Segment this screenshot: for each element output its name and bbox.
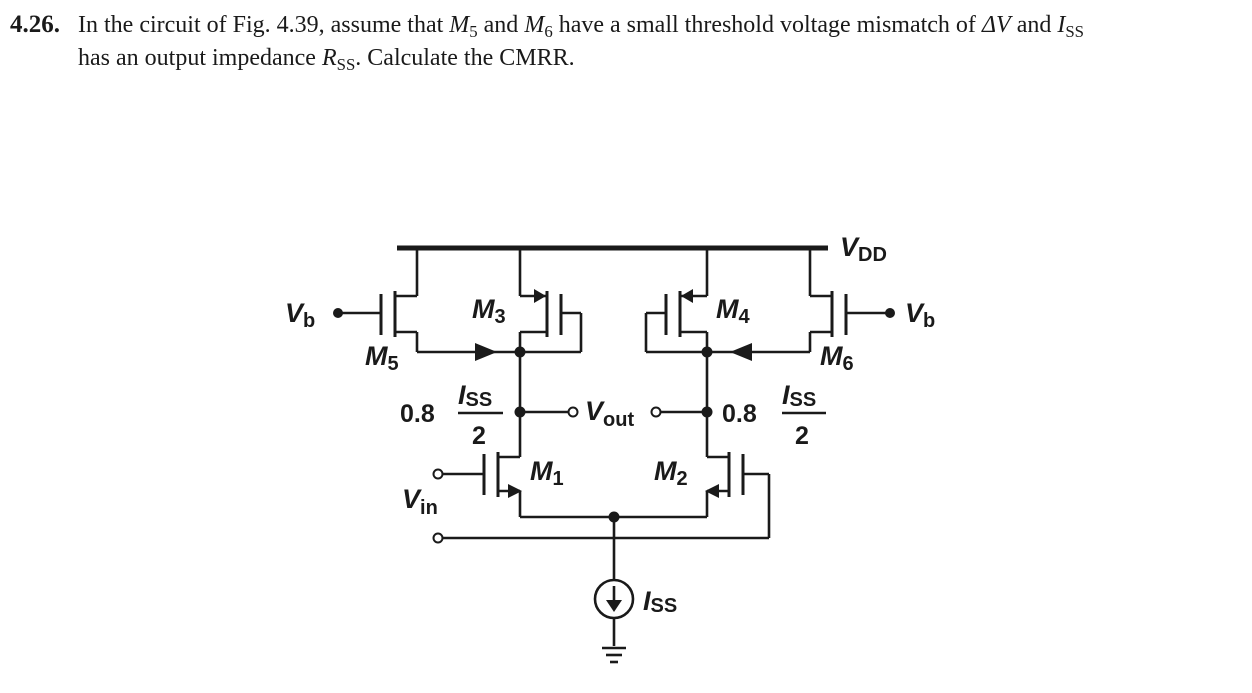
problem-number: 4.26. — [10, 11, 60, 38]
m6-label: M6 — [820, 341, 854, 375]
vdd-label: VDD — [840, 232, 887, 266]
transistor-m1 — [432, 452, 522, 517]
ground-symbol — [602, 646, 626, 664]
node-left-top — [514, 346, 526, 358]
m6-ref: M — [524, 12, 545, 38]
iss-ref: I — [1057, 12, 1066, 38]
iss-label: ISS — [643, 586, 677, 617]
m5-label: M5 — [365, 341, 399, 375]
m5-ref-sub: 5 — [469, 22, 478, 42]
problem-line-1: 4.26. In the circuit of Fig. 4.39, assume… — [10, 8, 1246, 42]
transistor-m5 — [333, 248, 520, 361]
problem-and-1: and — [477, 12, 525, 38]
problem-line-2: has an output impedance RSS. Calculate t… — [10, 42, 1246, 75]
problem-text-b: have a small threshold voltage mismatch … — [552, 12, 982, 38]
vout-label: Vout — [585, 396, 634, 431]
transistor-m3 — [518, 248, 583, 354]
vin-lower-terminal — [432, 532, 444, 544]
iss-ref-sub: SS — [1065, 22, 1085, 42]
m4-label: M4 — [716, 294, 751, 328]
rss-ref: R — [321, 45, 337, 71]
coef-right: 0.8 — [722, 400, 757, 428]
m6-ref-sub: 6 — [544, 22, 553, 42]
transistor-m4 — [644, 248, 709, 354]
frac-right-den: 2 — [795, 422, 809, 450]
transistor-m2 — [705, 452, 771, 538]
problem-statement: 4.26. In the circuit of Fig. 4.39, assume… — [10, 8, 1246, 75]
problem-and-2: and — [1010, 12, 1058, 38]
current-source-iss — [593, 578, 635, 646]
rss-ref-sub: SS — [336, 55, 356, 75]
m3-label: M3 — [472, 294, 506, 328]
frac-right-num: ISS — [782, 380, 816, 411]
frac-left-num: ISS — [458, 380, 492, 411]
vb-right-label: Vb — [905, 298, 935, 332]
problem-text-c: has an output impedance — [78, 45, 322, 71]
problem-text-a: In the circuit of Fig. 4.39, assume that — [78, 12, 450, 38]
transistor-m6 — [707, 248, 895, 361]
vin-label: Vin — [402, 484, 438, 519]
vout-right-terminal — [650, 406, 662, 418]
frac-left-den: 2 — [472, 422, 486, 450]
coef-left: 0.8 — [400, 400, 435, 428]
problem-text-d: . Calculate the CMRR. — [355, 45, 575, 71]
delta-v-ref: ΔV — [981, 12, 1011, 38]
vout-left-terminal — [567, 406, 579, 418]
node-right-top — [701, 346, 713, 358]
m2-label: M2 — [654, 456, 688, 490]
vb-left-label: Vb — [285, 298, 315, 332]
m1-label: M1 — [530, 456, 564, 490]
m5-ref: M — [449, 12, 470, 38]
